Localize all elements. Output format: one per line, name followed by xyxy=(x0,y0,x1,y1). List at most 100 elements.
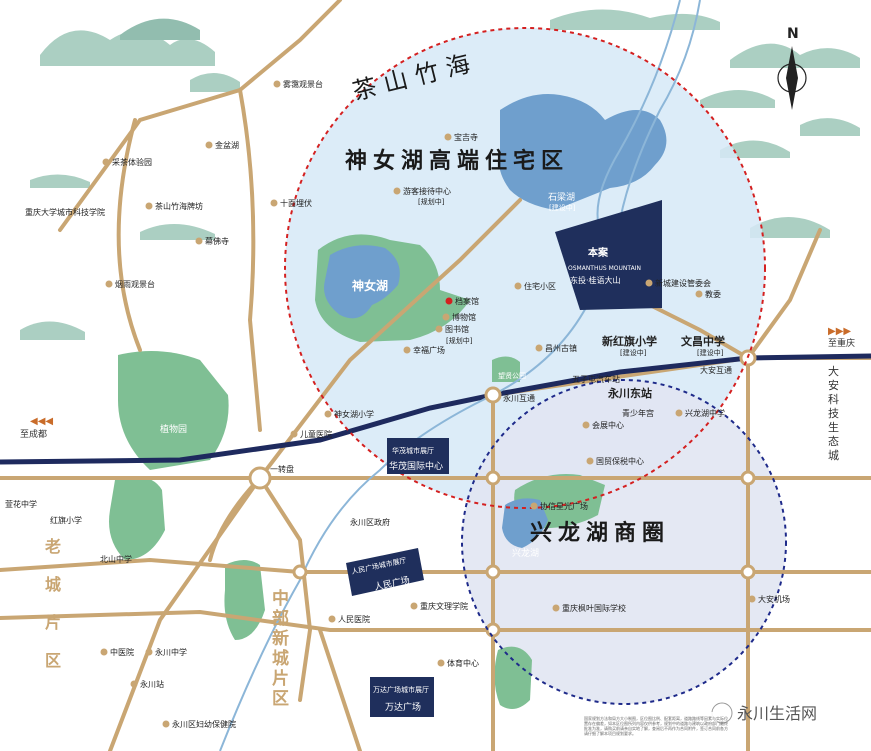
zhongyiyuan-marker-icon xyxy=(100,648,108,656)
poi-zhuzhai[interactable]: 住宅小区 xyxy=(514,281,557,291)
poi-qingshao[interactable]: 青少年宫 xyxy=(622,408,654,418)
poi-dangan[interactable]: 档案馆 xyxy=(445,296,480,306)
xinglonghuzx-marker-icon xyxy=(675,409,683,417)
project-cn: 东投·桂语大山 xyxy=(570,275,621,285)
chongda-label: 重庆大学城市科技学院 xyxy=(25,207,105,217)
xinhongqi_note-label: [建设中] xyxy=(620,348,647,357)
poi-shennvxx[interactable]: 神女湖小学 xyxy=(324,409,375,419)
poi-wenli[interactable]: 重庆文理学院 xyxy=(410,601,469,611)
poi-hongqixx[interactable]: 红旗小学 xyxy=(50,515,82,525)
shiliang-lake-note: [建设中] xyxy=(549,203,576,212)
poi-huizhan[interactable]: 会展中心 xyxy=(582,420,625,430)
poi-xinglonghuzx[interactable]: 兴龙湖中学 xyxy=(675,408,726,418)
yizhuanpan-label: 一转盘 xyxy=(270,464,294,474)
wanda-showroom[interactable]: 万达广场城市展厅 万达广场 xyxy=(370,677,434,717)
zhongyiyuan-label: 中医院 xyxy=(110,647,134,657)
svg-text:老城片区: 老城片区 xyxy=(44,537,61,670)
poi-tushu_note[interactable]: [规划中] xyxy=(446,336,473,345)
paifang-label: 茶山竹海牌坊 xyxy=(155,201,203,211)
jinpanhu-label: 金盆湖 xyxy=(215,140,239,150)
fuyou-marker-icon xyxy=(162,720,170,728)
to-chengdu-arrow: ◀◀◀ xyxy=(30,416,53,427)
poi-yongchuanzx[interactable]: 永川中学 xyxy=(145,647,188,657)
poi-wuyaguanjing[interactable]: 雾霭观景台 xyxy=(273,79,324,89)
poi-renminyy[interactable]: 人民医院 xyxy=(328,614,371,624)
huizhan-marker-icon xyxy=(582,421,590,429)
wuzi-label: 五子屯汽车站 xyxy=(572,374,620,384)
poi-yongchuanhutong[interactable]: 永川互通 xyxy=(503,393,535,403)
poi-jinpanhu[interactable]: 金盆湖 xyxy=(205,140,240,150)
wangjing-label: 望贤公园 xyxy=(498,371,526,380)
renmin-showroom[interactable]: 人民广场城市展厅 人民广场 xyxy=(346,548,424,596)
yongchuanzx-label: 永川中学 xyxy=(155,647,187,657)
lakes xyxy=(324,94,667,548)
shennvxx-label: 神女湖小学 xyxy=(334,409,374,419)
poi-jiaohui[interactable]: 教委 xyxy=(695,289,722,299)
keji-label: 大安科技生态城 xyxy=(828,364,839,462)
poi-guomao[interactable]: 国贸保税中心 xyxy=(586,456,645,466)
daan-label: 大安互通 xyxy=(700,365,732,375)
poi-fuyou[interactable]: 永川区妇幼保健院 xyxy=(162,719,237,729)
poi-xingfu[interactable]: 幸福广场 xyxy=(403,345,446,355)
zhuzhai-label: 住宅小区 xyxy=(524,281,556,291)
poi-zhongyiyuan[interactable]: 中医院 xyxy=(100,647,135,657)
renminyy-label: 人民医院 xyxy=(338,614,370,624)
poi-youke[interactable]: 游客接待中心 xyxy=(393,186,452,196)
poi-caicha[interactable]: 采茶体验园 xyxy=(102,157,153,167)
bowu-label: 博物馆 xyxy=(452,312,476,322)
yongchuandong-label: 永川东站 xyxy=(607,386,652,400)
poi-yizhuanpan[interactable]: 一转盘 xyxy=(270,464,294,474)
poi-xietai[interactable]: 协信星光广场 xyxy=(530,501,589,511)
shennvxx-marker-icon xyxy=(324,410,332,418)
tiyu-label: 体育中心 xyxy=(447,658,479,668)
poi-ertong[interactable]: 儿童医院 xyxy=(290,429,333,439)
svg-text:N: N xyxy=(787,26,799,42)
poi-xincheng[interactable]: 新城建设管委会 xyxy=(645,278,712,288)
daanjichang-label: 大安机场 xyxy=(758,594,790,604)
youke-label: 游客接待中心 xyxy=(403,186,451,196)
poi-yanyu[interactable]: 烟雨观景台 xyxy=(105,279,156,289)
poi-fengye[interactable]: 重庆枫叶国际学校 xyxy=(552,603,627,613)
poi-daan[interactable]: 大安互通 xyxy=(700,365,732,375)
jiaohui-label: 教委 xyxy=(705,289,721,299)
poi-tiyu[interactable]: 体育中心 xyxy=(437,658,480,668)
huamao-showroom[interactable]: 华茂城市展厅 华茂国际中心 xyxy=(387,438,449,474)
wuyaguanjing-marker-icon xyxy=(273,80,281,88)
poi-shimian[interactable]: 十面埋伏 xyxy=(270,198,313,208)
poi-xinhongqi_note[interactable]: [建设中] xyxy=(620,348,647,357)
poi-yongchuandong[interactable]: 永川东站 xyxy=(607,386,652,400)
poi-chongda[interactable]: 重庆大学城市科技学院 xyxy=(25,207,105,217)
poi-mofo[interactable]: 幕佛寺 xyxy=(195,236,230,246)
jiaohui-marker-icon xyxy=(695,290,703,298)
poi-yongchuanzhan[interactable]: 永川站 xyxy=(130,679,165,689)
xinhongqi-label: 新红旗小学 xyxy=(602,334,657,348)
xincheng-marker-icon xyxy=(645,279,653,287)
old-city-label: 老城片区 xyxy=(44,537,61,670)
youke-marker-icon xyxy=(393,187,401,195)
poi-paifang[interactable]: 茶山竹海牌坊 xyxy=(145,201,204,211)
poi-wenchang_note[interactable]: [建设中] xyxy=(697,348,724,357)
poi-bowu[interactable]: 博物馆 xyxy=(442,312,477,322)
project-site[interactable] xyxy=(555,200,662,310)
river xyxy=(219,0,701,751)
poi-xinhongqi[interactable]: 新红旗小学 xyxy=(602,334,657,348)
poi-wuzi[interactable]: 五子屯汽车站 xyxy=(572,374,620,384)
poi-changzhou[interactable]: 昌州古镇 xyxy=(535,343,578,353)
poi-baojisi[interactable]: 宝吉寺 xyxy=(444,132,479,142)
svg-text:国家规划方法和局方大小制图，区位图比例、配套距离，道路路线等: 国家规划方法和局方大小制图，区位图比例、配套距离，道路路线等因素与实际位置存在偏… xyxy=(584,715,728,736)
poi-wenchang[interactable]: 文昌中学 xyxy=(681,334,725,348)
guomao-marker-icon xyxy=(586,457,594,465)
poi-tushu[interactable]: 图书馆 xyxy=(435,324,470,334)
poi-xuehua[interactable]: 萱花中学 xyxy=(5,499,37,509)
poi-daanjichang[interactable]: 大安机场 xyxy=(748,594,791,604)
xinglonghu-district-boundary xyxy=(461,379,787,705)
fengye-label: 重庆枫叶国际学校 xyxy=(562,603,626,613)
svg-text:中部新城片区: 中部新城片区 xyxy=(272,588,289,709)
to-chongqing-arrow: ▶▶▶ xyxy=(828,326,851,337)
poi-beishanzx[interactable]: 北山中学 xyxy=(100,554,132,564)
poi-youke_note[interactable]: [规划中] xyxy=(418,197,445,206)
to-chengdu-label: 至成都 xyxy=(20,428,47,440)
poi-zhengfu[interactable]: 永川区政府 xyxy=(350,517,390,527)
